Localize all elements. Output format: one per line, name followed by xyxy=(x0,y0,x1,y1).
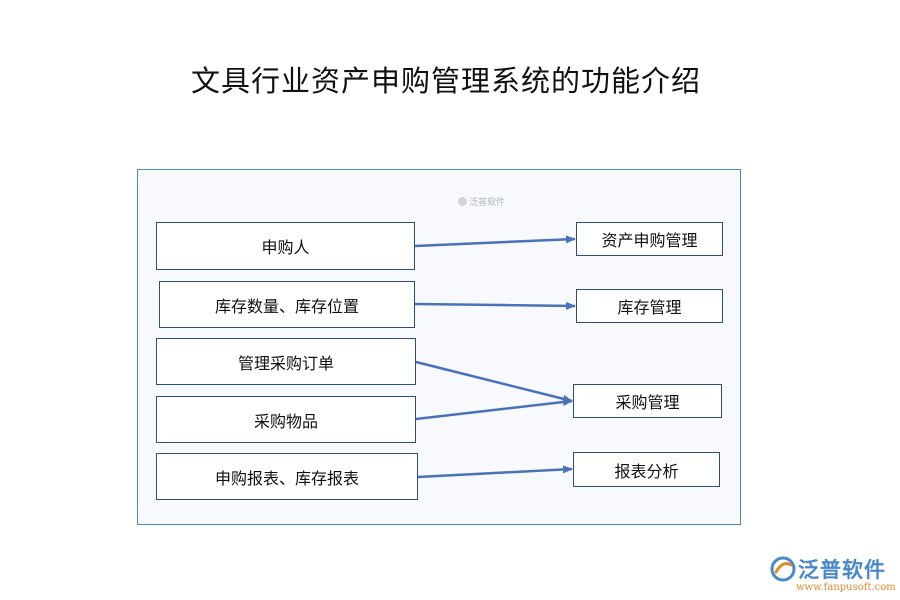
node-purchase-items: 采购物品 xyxy=(156,396,416,443)
brand-name: 泛普软件 xyxy=(798,558,886,582)
node-applicant: 申购人 xyxy=(156,222,415,270)
node-asset-purchase-management: 资产申购管理 xyxy=(576,222,723,256)
panel-watermark: 泛普软件 xyxy=(458,195,505,208)
brand-url: www.fanpusoft.com xyxy=(796,582,896,593)
node-manage-purchase-orders: 管理采购订单 xyxy=(156,338,416,385)
page-title: 文具行业资产申购管理系统的功能介绍 xyxy=(190,64,701,98)
brand-logo: 泛普软件 www.fanpusoft.com xyxy=(770,554,896,594)
panel-watermark-text: 泛普软件 xyxy=(469,198,506,208)
node-report-analysis: 报表分析 xyxy=(573,452,720,487)
node-inventory-quantity-location: 库存数量、库存位置 xyxy=(159,281,415,328)
node-inventory-management: 库存管理 xyxy=(576,289,723,323)
node-reports: 申购报表、库存报表 xyxy=(156,453,418,500)
fanpu-logo-icon xyxy=(770,556,796,582)
node-purchase-management: 采购管理 xyxy=(573,384,722,418)
watermark-logo-icon xyxy=(458,197,467,206)
